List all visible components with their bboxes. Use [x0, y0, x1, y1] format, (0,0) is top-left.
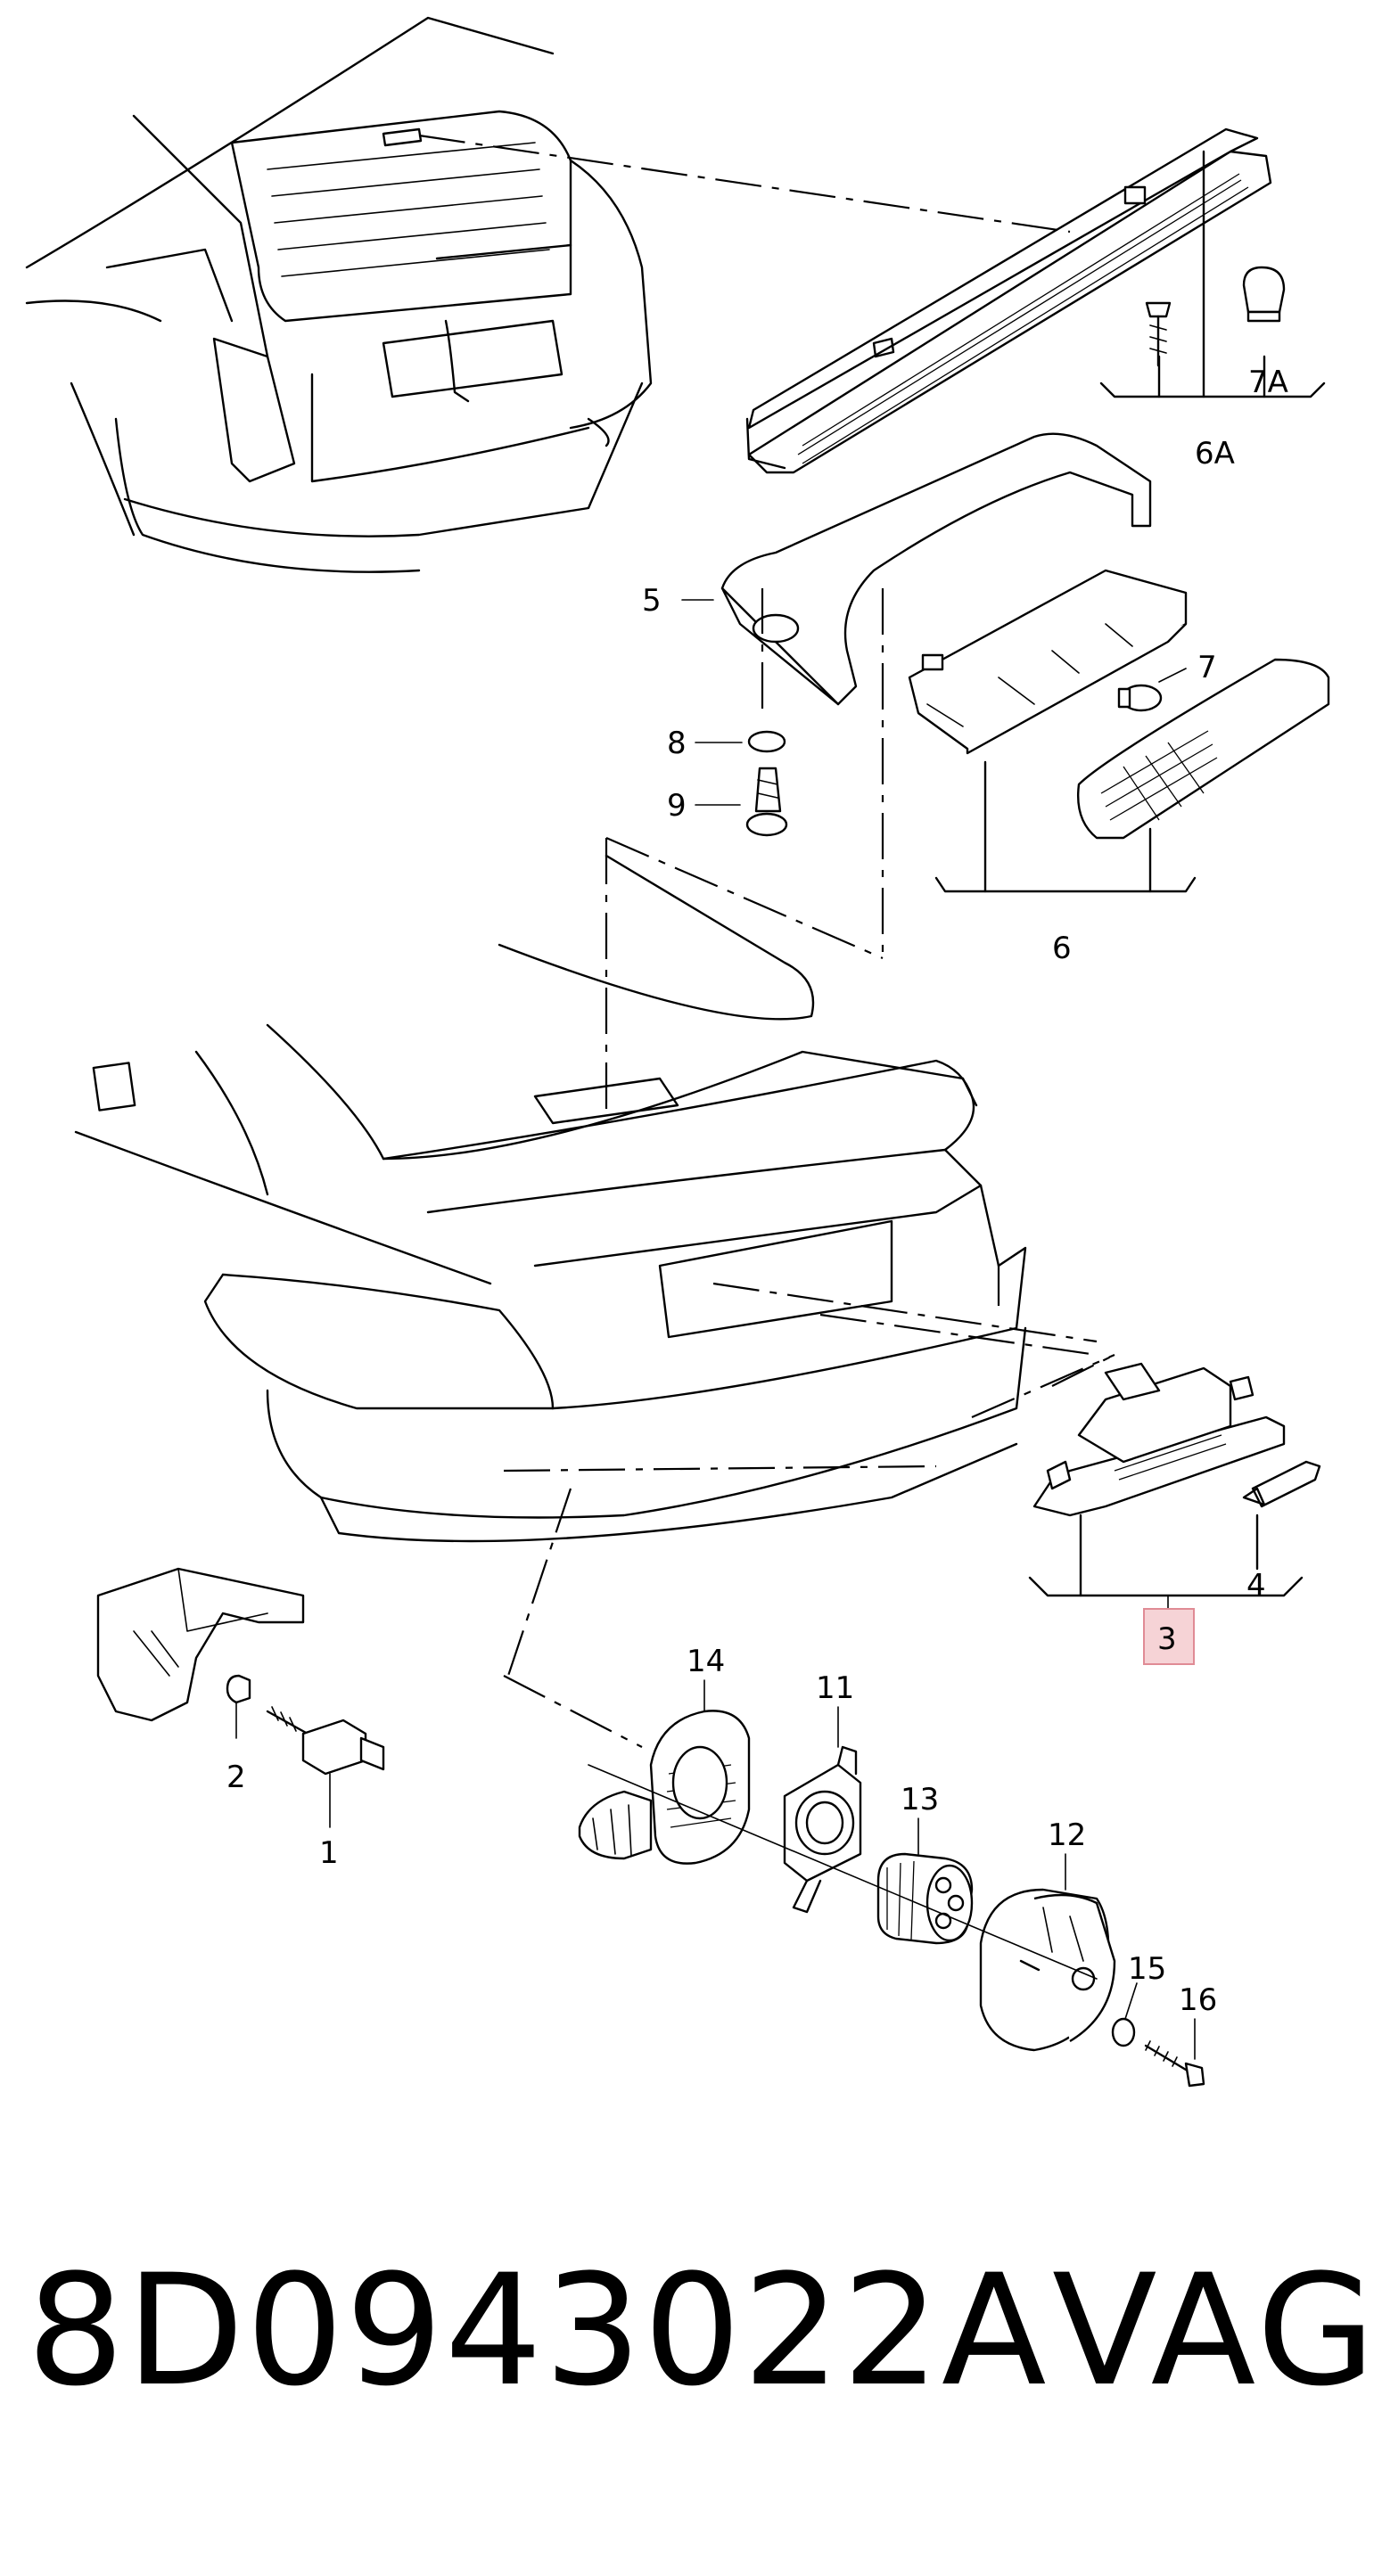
washer-8-icon	[747, 730, 786, 753]
callout-1: 1	[319, 1835, 339, 1871]
callout-12: 12	[1048, 1817, 1086, 1853]
cover-grommet	[752, 613, 800, 644]
cover-part-5	[720, 432, 1152, 706]
leader-boot-e	[1051, 1354, 1115, 1387]
callout-8: 8	[667, 726, 687, 761]
callout-2: 2	[226, 1760, 246, 1795]
lock-cover-14	[578, 1710, 751, 1865]
callout-16: 16	[1179, 1982, 1217, 2018]
bulb-7-icon	[1117, 684, 1163, 712]
brake-light-bar-6a	[745, 127, 1272, 474]
callout-11: 11	[816, 1670, 854, 1706]
leader-15	[1124, 1982, 1138, 2020]
leader-car-to-lock-c	[503, 1675, 643, 1748]
boot-handle-part-3	[1032, 1362, 1286, 1517]
leader-7	[1158, 668, 1187, 683]
callout-4: 4	[1246, 1568, 1266, 1604]
screw-16-icon	[1144, 2040, 1205, 2088]
leader-boot-d	[971, 1353, 1115, 1419]
leader-boot-b	[819, 1313, 1098, 1357]
callout-3: 3	[1157, 1621, 1177, 1657]
callout-6: 6	[1052, 931, 1072, 966]
estate-car-rear-drawing	[25, 16, 653, 573]
leader-assembly-axis	[588, 1764, 1098, 1980]
callout-7: 7	[1197, 650, 1217, 685]
bracket-part	[96, 1567, 305, 1722]
lens-part	[1077, 658, 1330, 840]
bracket-6	[934, 876, 1197, 893]
lock-housing-12	[979, 1888, 1116, 2052]
lamp-housing-6	[908, 569, 1188, 755]
part-number: 8D0943022A	[27, 2241, 1049, 2420]
bracket-6a-ticks	[1157, 150, 1266, 398]
callout-5: 5	[642, 583, 662, 619]
leader-bar-to-car	[418, 134, 1071, 234]
leader-car-to-lock	[503, 1464, 937, 1473]
bulb-7a-icon	[1242, 266, 1286, 323]
brand-name: VAG	[1052, 2241, 1379, 2420]
callout-15: 15	[1128, 1951, 1166, 1987]
leader-boot-a	[712, 1282, 1098, 1343]
callout-3-highlight	[1143, 1608, 1195, 1665]
bulb-4-icon	[1242, 1460, 1321, 1508]
screw-9-icon	[745, 767, 788, 837]
screw-6a	[1145, 301, 1172, 367]
bracket-3	[1028, 1576, 1304, 1597]
washer-15-icon	[1111, 2017, 1136, 2047]
lock-ring-11	[783, 1745, 862, 1914]
switch-1-icon	[266, 1706, 385, 1776]
leader-to-boot	[605, 836, 884, 960]
part-number-footer: 8D0943022A VAG	[27, 2241, 1376, 2420]
callout-6a: 6A	[1195, 436, 1235, 472]
leader-car-to-lock-b	[506, 1488, 572, 1677]
callout-7a: 7A	[1248, 365, 1288, 400]
saloon-car-rear-drawing	[74, 854, 1027, 1543]
lock-cylinder-13	[876, 1852, 974, 1945]
callout-9: 9	[667, 788, 687, 824]
nut-2-icon	[226, 1674, 251, 1704]
callout-13: 13	[901, 1782, 939, 1817]
bracket-6-ticks	[983, 760, 1152, 893]
bracket-3-ticks	[1079, 1514, 1259, 1597]
bracket-6a	[1099, 381, 1326, 398]
callout-14: 14	[687, 1644, 725, 1679]
